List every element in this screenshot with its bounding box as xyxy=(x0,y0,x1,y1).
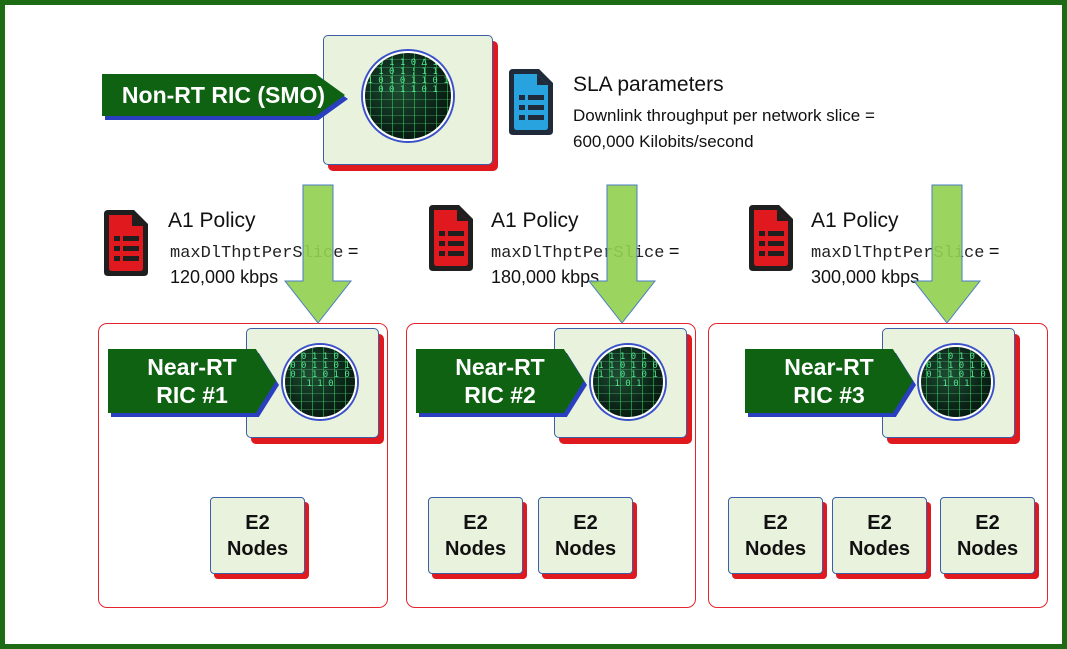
e2-node-line-1: E2 xyxy=(573,511,598,534)
sla-document-icon xyxy=(509,69,553,135)
e2-node-line-2: Nodes xyxy=(554,537,617,560)
policy-equals-2: = xyxy=(668,241,680,261)
e2-node: E2 Nodes xyxy=(940,497,1035,574)
policy-code-1: maxDlThptPerSlice xyxy=(170,244,344,263)
e2-node-line-1: E2 xyxy=(463,511,488,534)
e2-node-line-1: E2 xyxy=(867,511,892,534)
e2-node-line-1: E2 xyxy=(763,511,788,534)
policy-title-3: A1 Policy xyxy=(811,209,899,232)
near-rt-label-3-line-1: Near-RT xyxy=(784,354,874,380)
near-rt-globe-icon-3: 1 1 0 1 0 1 0 1 1 0 1 0 0 1 1 0 1 0 1 0 … xyxy=(919,345,993,419)
policy-param-1: maxDlThptPerSlice = xyxy=(170,241,358,263)
near-rt-label-1-line-2: RIC #1 xyxy=(156,382,228,408)
policy-equals-1: = xyxy=(347,241,359,261)
e2-node: E2 Nodes xyxy=(832,497,927,574)
policy-value-3: 300,000 kbps xyxy=(811,267,920,287)
sla-line-1: Downlink throughput per network slice = xyxy=(573,106,875,125)
near-rt-globe-icon-2: 0 1 1 0 1 0 1 1 0 1 0 0 1 1 0 1 0 1 1 0 … xyxy=(591,345,665,419)
policy-document-icon-3 xyxy=(749,205,793,271)
policy-value-2: 180,000 kbps xyxy=(491,267,600,287)
e2-node: E2 Nodes xyxy=(210,497,305,574)
policy-value-1: 120,000 kbps xyxy=(170,267,279,287)
green-down-arrow-icon-2 xyxy=(587,184,657,324)
green-down-arrow-icon-1 xyxy=(283,184,353,324)
e2-node: E2 Nodes xyxy=(428,497,523,574)
policy-document-icon-1 xyxy=(104,210,148,276)
smo-globe-icon: 1 0 1 1 0 ∆ 1 0 0 1 0 1 ¦ 1 1 0 1 0 1 0 … xyxy=(363,51,453,141)
policy-title-2: A1 Policy xyxy=(491,209,579,232)
e2-node-line-2: Nodes xyxy=(226,537,289,560)
policy-document-icon-2 xyxy=(429,205,473,271)
sla-line-2: 600,000 Kilobits/second xyxy=(573,132,754,151)
near-rt-label-2-line-2: RIC #2 xyxy=(464,382,536,408)
e2-node-line-1: E2 xyxy=(975,511,1000,534)
smo-label: Non-RT RIC (SMO) xyxy=(102,74,345,116)
sla-title: SLA parameters xyxy=(573,73,724,96)
green-down-arrow-icon-3 xyxy=(912,184,982,324)
e2-node: E2 Nodes xyxy=(728,497,823,574)
e2-node: E2 Nodes xyxy=(538,497,633,574)
smo-label-text: Non-RT RIC (SMO) xyxy=(121,82,326,108)
near-rt-globe-icon-1: 1 0 1 1 0 1 0 0 1 1 0 1 0 1 1 0 1 0 1 1 … xyxy=(283,345,357,419)
e2-node-line-2: Nodes xyxy=(848,537,911,560)
e2-node-line-2: Nodes xyxy=(444,537,507,560)
policy-equals-3: = xyxy=(988,241,1000,261)
e2-node-line-2: Nodes xyxy=(956,537,1019,560)
near-rt-label-3-line-2: RIC #3 xyxy=(793,382,865,408)
near-rt-label-1-line-1: Near-RT xyxy=(147,354,237,380)
near-rt-label-2-line-1: Near-RT xyxy=(455,354,545,380)
e2-node-line-2: Nodes xyxy=(744,537,807,560)
policy-title-1: A1 Policy xyxy=(168,209,256,232)
e2-node-line-1: E2 xyxy=(245,511,270,534)
